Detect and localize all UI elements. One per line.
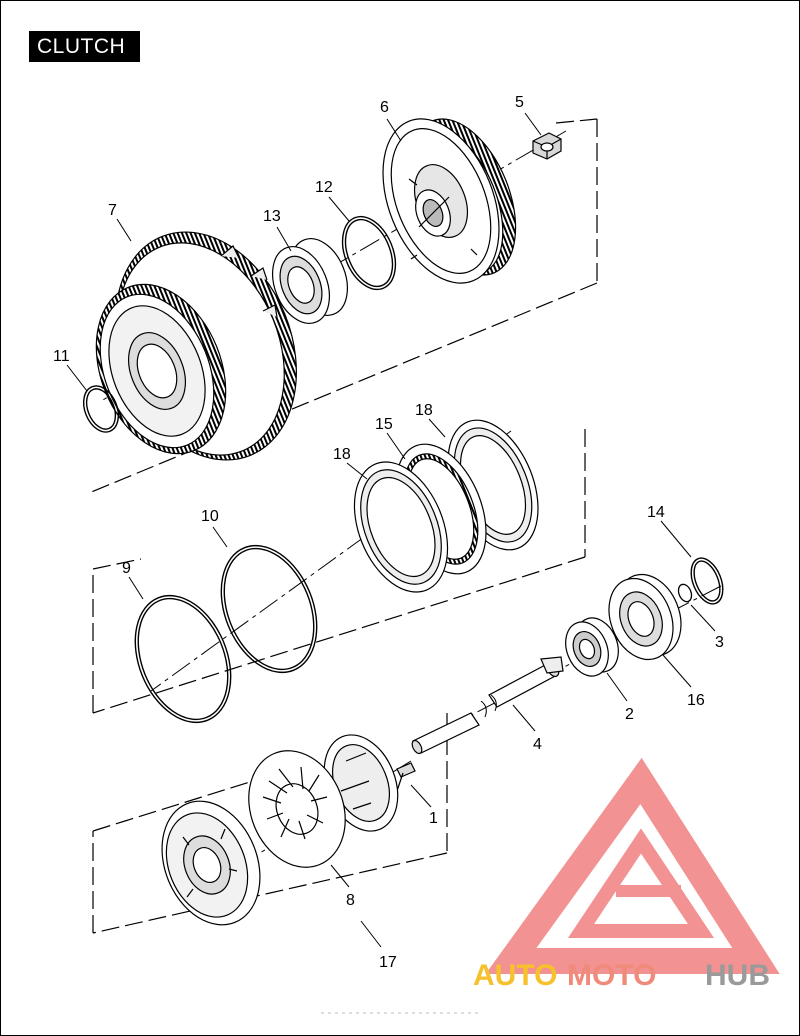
callout-13: 13 — [263, 208, 281, 225]
callout-18-mid: 18 — [333, 446, 351, 463]
part-18-friction-plate-front — [353, 461, 449, 593]
part-10-o-ring — [220, 544, 318, 674]
watermark-logo — [485, 757, 780, 974]
callout-8: 8 — [346, 892, 355, 909]
part-4-push-rod — [411, 656, 564, 755]
part-6-clutch-hub — [382, 118, 517, 284]
part-1-bolt — [396, 762, 416, 792]
callout-9: 9 — [122, 560, 131, 577]
part-14-retaining-ring — [690, 557, 724, 605]
part-9-o-ring — [134, 594, 232, 724]
part-17-pressure-plate — [161, 800, 261, 926]
callout-14: 14 — [647, 504, 665, 521]
callout-10: 10 — [201, 508, 219, 525]
part-5-nut — [532, 132, 562, 160]
callout-7: 7 — [108, 202, 117, 219]
part-16-bearing-holder — [608, 573, 682, 661]
watermark-text: AUTO MOTO HUB — [473, 959, 770, 992]
part-2-bearing — [565, 617, 619, 677]
part-7-clutch-shell — [95, 231, 297, 461]
callout-18-top: 18 — [415, 402, 433, 419]
part-8-diaphragm-spring — [248, 750, 346, 868]
callout-4: 4 — [533, 736, 542, 753]
callout-3: 3 — [715, 634, 724, 651]
part-3-small-ring — [677, 583, 693, 603]
watermark-auto: AUTO — [473, 959, 557, 992]
callout-17: 17 — [379, 954, 397, 971]
part-12-snap-ring — [341, 215, 397, 291]
watermark-moto: MOTO — [567, 959, 656, 992]
callout-11: 11 — [53, 348, 70, 365]
callout-6: 6 — [380, 99, 389, 116]
diagram-title: CLUTCH — [29, 31, 140, 62]
callout-16: 16 — [687, 692, 705, 709]
callout-1: 1 — [429, 810, 438, 827]
callout-15: 15 — [375, 416, 393, 433]
callout-2: 2 — [625, 706, 634, 723]
watermark-hub: HUB — [705, 959, 770, 992]
part-11-retaining-ring — [82, 385, 120, 433]
callout-labels: 6 5 7 13 12 11 15 18 18 10 9 14 3 16 2 4… — [53, 94, 724, 971]
leader-lines — [66, 112, 716, 948]
callout-12: 12 — [315, 179, 333, 196]
callout-5: 5 — [515, 94, 524, 111]
part-13-bearing — [272, 238, 348, 324]
